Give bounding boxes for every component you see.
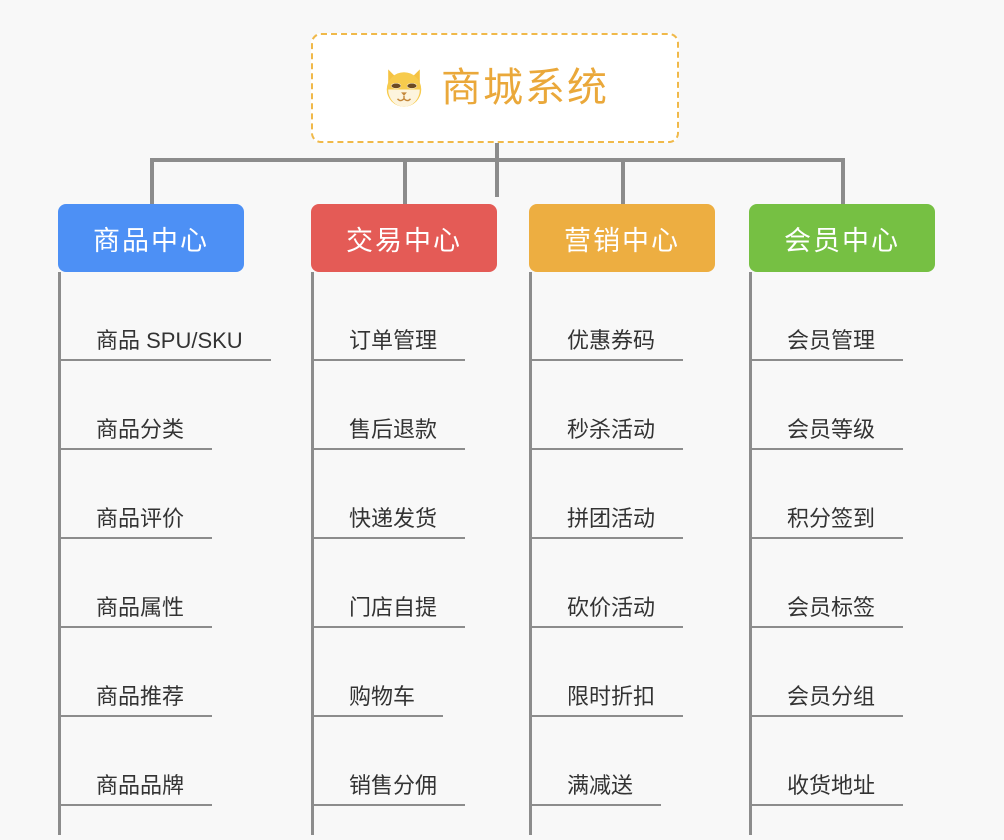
- item-label: 拼团活动: [529, 506, 684, 539]
- list-item[interactable]: 会员分组: [749, 628, 935, 717]
- list-item[interactable]: 满减送: [529, 717, 715, 806]
- item-label: 快递发货: [311, 506, 466, 539]
- item-label: 会员标签: [749, 595, 904, 628]
- list-item[interactable]: 商品属性: [58, 539, 244, 628]
- list-item[interactable]: 会员等级: [749, 361, 935, 450]
- column-marketing-center: 营销中心 优惠券码 秒杀活动 拼团活动 砍价活动 限时折扣 满减送: [529, 204, 715, 835]
- category-header-product-center[interactable]: 商品中心: [58, 204, 244, 272]
- list-item[interactable]: 门店自提: [311, 539, 497, 628]
- item-list: 优惠券码 秒杀活动 拼团活动 砍价活动 限时折扣 满减送: [529, 272, 715, 806]
- root-node[interactable]: 商城系统: [311, 33, 679, 143]
- root-title: 商城系统: [441, 66, 609, 110]
- list-item[interactable]: 商品 SPU/SKU: [58, 272, 271, 361]
- category-header-trade-center[interactable]: 交易中心: [311, 204, 497, 272]
- connector-horizontal-bus: [150, 158, 845, 162]
- item-label: 商品品牌: [58, 773, 213, 806]
- item-label: 商品属性: [58, 595, 213, 628]
- category-label: 交易中心: [346, 225, 462, 256]
- category-label: 营销中心: [564, 225, 680, 256]
- item-label: 会员等级: [749, 417, 904, 450]
- category-header-marketing-center[interactable]: 营销中心: [529, 204, 715, 272]
- list-item[interactable]: 会员管理: [749, 272, 935, 361]
- list-item[interactable]: 售后退款: [311, 361, 497, 450]
- connector-drop-2: [403, 158, 407, 206]
- list-item[interactable]: 快递发货: [311, 450, 497, 539]
- column-member-center: 会员中心 会员管理 会员等级 积分签到 会员标签 会员分组 收货地址: [749, 204, 935, 835]
- column-spine: [311, 272, 314, 835]
- list-item[interactable]: 订单管理: [311, 272, 497, 361]
- list-item[interactable]: 商品评价: [58, 450, 244, 539]
- category-label: 会员中心: [784, 225, 900, 256]
- column-trade-center: 交易中心 订单管理 售后退款 快递发货 门店自提 购物车 销售分佣: [311, 204, 497, 835]
- shiba-dog-icon: [386, 69, 422, 109]
- category-header-member-center[interactable]: 会员中心: [749, 204, 935, 272]
- list-item[interactable]: 秒杀活动: [529, 361, 715, 450]
- item-label: 商品评价: [58, 506, 213, 539]
- category-label: 商品中心: [93, 225, 209, 256]
- item-label: 收货地址: [749, 773, 904, 806]
- item-list: 会员管理 会员等级 积分签到 会员标签 会员分组 收货地址: [749, 272, 935, 806]
- item-label: 购物车: [311, 684, 444, 717]
- list-item[interactable]: 商品品牌: [58, 717, 244, 806]
- list-item[interactable]: 商品推荐: [58, 628, 244, 717]
- item-label: 订单管理: [311, 328, 466, 361]
- item-label: 会员分组: [749, 684, 904, 717]
- list-item[interactable]: 销售分佣: [311, 717, 497, 806]
- connector-drop-1: [150, 158, 154, 206]
- item-list: 商品 SPU/SKU 商品分类 商品评价 商品属性 商品推荐 商品品牌: [58, 272, 271, 806]
- connector-drop-3: [621, 158, 625, 206]
- connector-drop-4: [841, 158, 845, 206]
- column-spine: [749, 272, 752, 835]
- list-item[interactable]: 积分签到: [749, 450, 935, 539]
- list-item[interactable]: 砍价活动: [529, 539, 715, 628]
- list-item[interactable]: 限时折扣: [529, 628, 715, 717]
- item-label: 销售分佣: [311, 773, 466, 806]
- item-label: 满减送: [529, 773, 662, 806]
- item-label: 砍价活动: [529, 595, 684, 628]
- item-label: 限时折扣: [529, 684, 684, 717]
- list-item[interactable]: 商品分类: [58, 361, 244, 450]
- item-label: 优惠券码: [529, 328, 684, 361]
- column-spine: [529, 272, 532, 835]
- item-label: 会员管理: [749, 328, 904, 361]
- item-label: 商品分类: [58, 417, 213, 450]
- list-item[interactable]: 购物车: [311, 628, 497, 717]
- item-label: 售后退款: [311, 417, 466, 450]
- item-label: 商品 SPU/SKU: [58, 328, 271, 361]
- item-list: 订单管理 售后退款 快递发货 门店自提 购物车 销售分佣: [311, 272, 497, 806]
- list-item[interactable]: 优惠券码: [529, 272, 715, 361]
- list-item[interactable]: 收货地址: [749, 717, 935, 806]
- column-spine: [58, 272, 61, 835]
- list-item[interactable]: 拼团活动: [529, 450, 715, 539]
- item-label: 秒杀活动: [529, 417, 684, 450]
- connector-root-stem: [495, 143, 499, 197]
- list-item[interactable]: 会员标签: [749, 539, 935, 628]
- column-product-center: 商品中心 商品 SPU/SKU 商品分类 商品评价 商品属性 商品推荐 商品品牌: [58, 204, 271, 835]
- item-label: 商品推荐: [58, 684, 213, 717]
- item-label: 积分签到: [749, 506, 904, 539]
- item-label: 门店自提: [311, 595, 466, 628]
